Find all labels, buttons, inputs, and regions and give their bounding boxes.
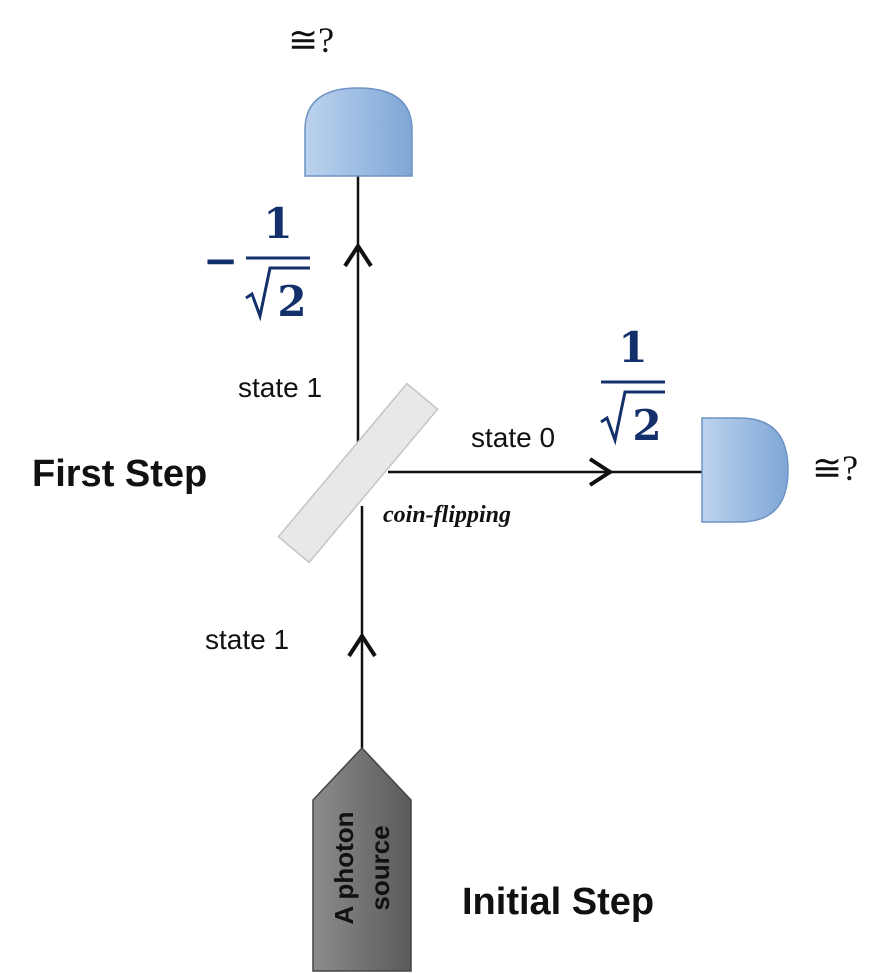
upper-amplitude: − 1 2 — [203, 199, 310, 326]
right-detector — [701, 417, 789, 523]
first-step-label: First Step — [32, 453, 207, 495]
lower-arrowhead-icon — [347, 632, 377, 658]
photon-source — [312, 746, 412, 972]
state-label-horizontal: state 0 — [471, 422, 555, 453]
top-detector — [304, 87, 413, 177]
right-amplitude: 1 2 — [600, 323, 665, 450]
right-radical-icon — [600, 390, 665, 446]
top-detector-result: ≅? — [288, 20, 334, 60]
upper-radical-icon — [245, 266, 310, 322]
state-label-lower: state 1 — [205, 624, 289, 655]
upper-amplitude-numerator: 1 — [263, 199, 292, 248]
initial-step-label: Initial Step — [462, 881, 654, 923]
right-arrowhead-icon — [588, 457, 614, 487]
source-label-line2: source — [365, 825, 395, 910]
upper-amplitude-denominator: 2 — [277, 277, 306, 326]
upper-amplitude-sign: − — [203, 236, 238, 285]
beam-splitter — [277, 382, 439, 564]
right-amplitude-numerator: 1 — [618, 323, 647, 372]
right-detector-result: ≅? — [812, 448, 858, 488]
coin-flipping-label: coin-flipping — [383, 502, 511, 528]
state-label-upper: state 1 — [238, 372, 322, 403]
upper-arrowhead-icon — [343, 242, 373, 268]
right-amplitude-denominator: 2 — [632, 401, 661, 450]
source-label-line1: A photon — [329, 811, 359, 924]
